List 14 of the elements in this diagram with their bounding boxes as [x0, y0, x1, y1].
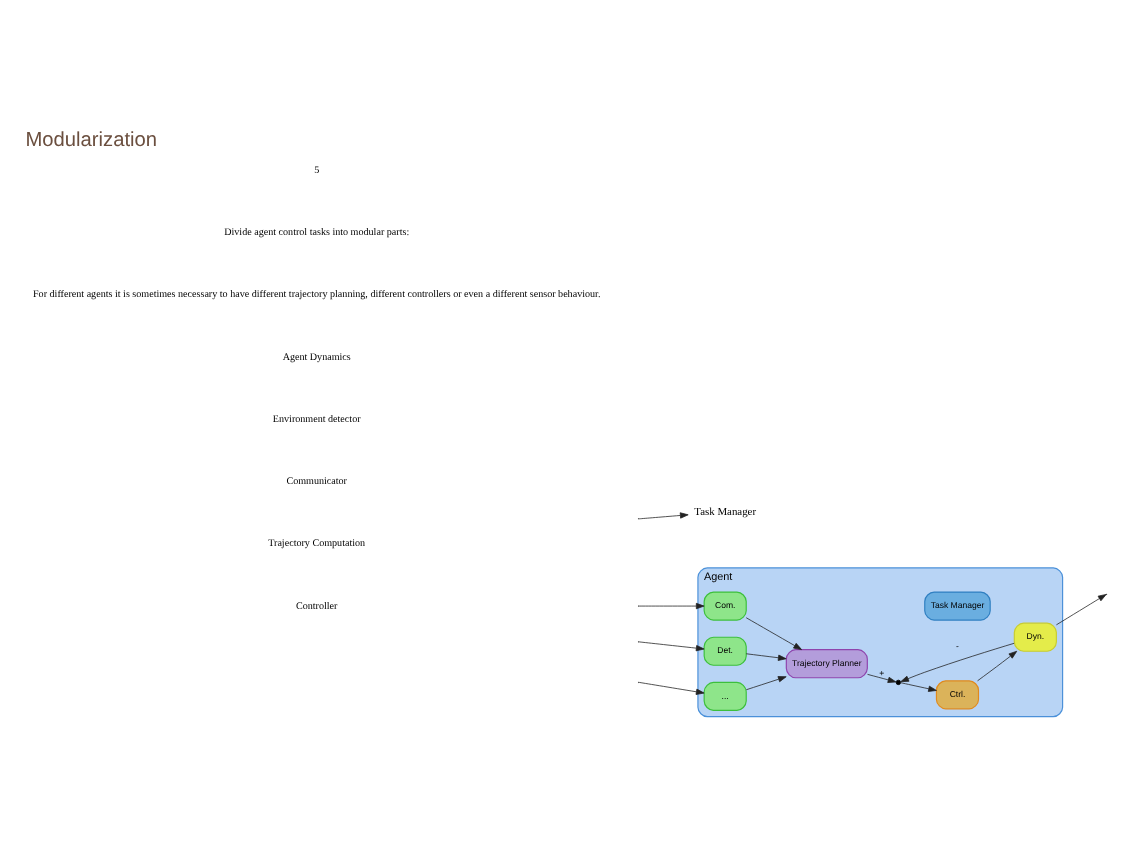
arrow	[638, 682, 705, 695]
diagram-title: Modularization	[25, 130, 158, 153]
arrow	[745, 653, 787, 661]
arrow	[1056, 594, 1107, 626]
arrow	[867, 673, 897, 683]
arrow	[745, 676, 787, 691]
arrow	[900, 682, 937, 692]
arrow	[638, 641, 705, 652]
arrow	[977, 650, 1018, 682]
arrow	[638, 512, 689, 520]
arrow	[900, 642, 1015, 683]
node-circle	[895, 679, 901, 685]
arrow	[638, 602, 705, 610]
arrow	[745, 617, 802, 650]
